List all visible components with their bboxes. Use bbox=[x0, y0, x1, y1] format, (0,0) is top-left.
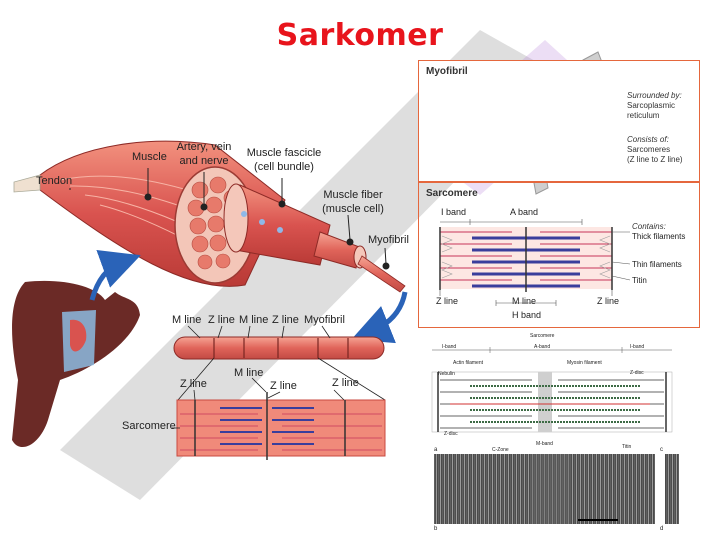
sarcomere-panel bbox=[418, 182, 700, 328]
micro-label-i-band-right: I-band bbox=[630, 344, 645, 350]
label-z-line-2: Z line bbox=[272, 314, 299, 326]
micrograph-drawing bbox=[431, 347, 679, 524]
myofibril-panel bbox=[418, 60, 700, 182]
label-z-line-5: Z line bbox=[332, 377, 359, 389]
label-z-line-1: Z line bbox=[208, 314, 235, 326]
label-z-line-left: Z line bbox=[436, 296, 459, 306]
myofibril-panel-title: Myofibril bbox=[426, 66, 468, 77]
page-title: Sarkomer bbox=[276, 18, 444, 53]
label-titin: Titin bbox=[632, 276, 647, 285]
sarcomere-panel-title: Sarcomere bbox=[426, 188, 478, 199]
sarcomere-detail bbox=[172, 377, 386, 460]
arm-illustration bbox=[12, 280, 140, 448]
label-myofibril-2: Myofibril bbox=[304, 314, 345, 326]
consists-of-value: Sarcomeres (Z line to Z line) bbox=[627, 145, 683, 164]
micro-label-a-band: A-band bbox=[534, 344, 551, 350]
micro-label-actin: Actin filament bbox=[453, 360, 484, 366]
label-sarcomere: Sarcomere bbox=[122, 420, 176, 432]
micro-label-m-band: M-band bbox=[536, 441, 553, 447]
consists-of-label: Consists of: bbox=[627, 135, 669, 144]
label-m-line-3: M line bbox=[234, 367, 264, 379]
micro-label-i-band-left: I-band bbox=[442, 344, 457, 350]
label-muscle: Muscle bbox=[132, 151, 167, 163]
label-myofibril: Myofibril bbox=[368, 234, 409, 246]
micro-panel-d: d bbox=[660, 526, 664, 532]
myofibril-strand bbox=[357, 255, 406, 293]
label-m-line-1: M line bbox=[172, 314, 202, 326]
micro-label-z-disc-right: Z-disc bbox=[630, 370, 644, 376]
label-z-line-4: Z line bbox=[270, 380, 297, 392]
label-thick-filaments: Thick filaments bbox=[632, 232, 686, 241]
label-a-band: A band bbox=[510, 207, 539, 217]
micro-label-myosin: Myosin filament bbox=[567, 360, 602, 366]
sarcomere-panel-drawing bbox=[439, 219, 631, 306]
arrow-myofibril-to-detail bbox=[351, 291, 408, 344]
micro-label-c-zone: C-Zone bbox=[492, 447, 509, 453]
micro-label-z-disc-left: Z-disc bbox=[444, 431, 458, 437]
label-z-line-right: Z line bbox=[597, 296, 620, 306]
label-tendon: Tendon bbox=[36, 175, 73, 187]
myofibril-band bbox=[173, 325, 386, 401]
label-muscle-fascicle: Muscle fascicle (cell bundle) bbox=[246, 147, 322, 173]
micro-label-titin: Titin bbox=[622, 444, 632, 450]
label-thin-filaments: Thin filaments bbox=[632, 260, 682, 269]
label-muscle-fiber: Muscle fiber (muscle cell) bbox=[322, 189, 384, 215]
micro-panel-b: b bbox=[434, 526, 438, 532]
surrounded-by-value: Sarcoplasmic reticulum bbox=[627, 101, 676, 120]
label-m-line-2: M line bbox=[239, 314, 269, 326]
contains-label: Contains: bbox=[632, 222, 666, 231]
label-z-line-3: Z line bbox=[180, 378, 207, 390]
label-m-line: M line bbox=[512, 296, 537, 306]
micro-label-nebulin: Nebulin bbox=[438, 371, 455, 377]
arrow-arm-to-muscle bbox=[89, 250, 141, 301]
label-h-band: H band bbox=[512, 310, 542, 320]
fascicle bbox=[223, 183, 331, 266]
surrounded-by-label: Surrounded by: bbox=[627, 91, 682, 100]
micro-panel-c: c bbox=[660, 447, 663, 453]
label-i-band: I band bbox=[441, 207, 467, 217]
label-artery-vein-nerve: Artery, vein and nerve bbox=[176, 141, 232, 167]
micro-panel-a: a bbox=[434, 447, 438, 453]
micro-label-sarcomere: Sarcomere bbox=[530, 333, 555, 339]
